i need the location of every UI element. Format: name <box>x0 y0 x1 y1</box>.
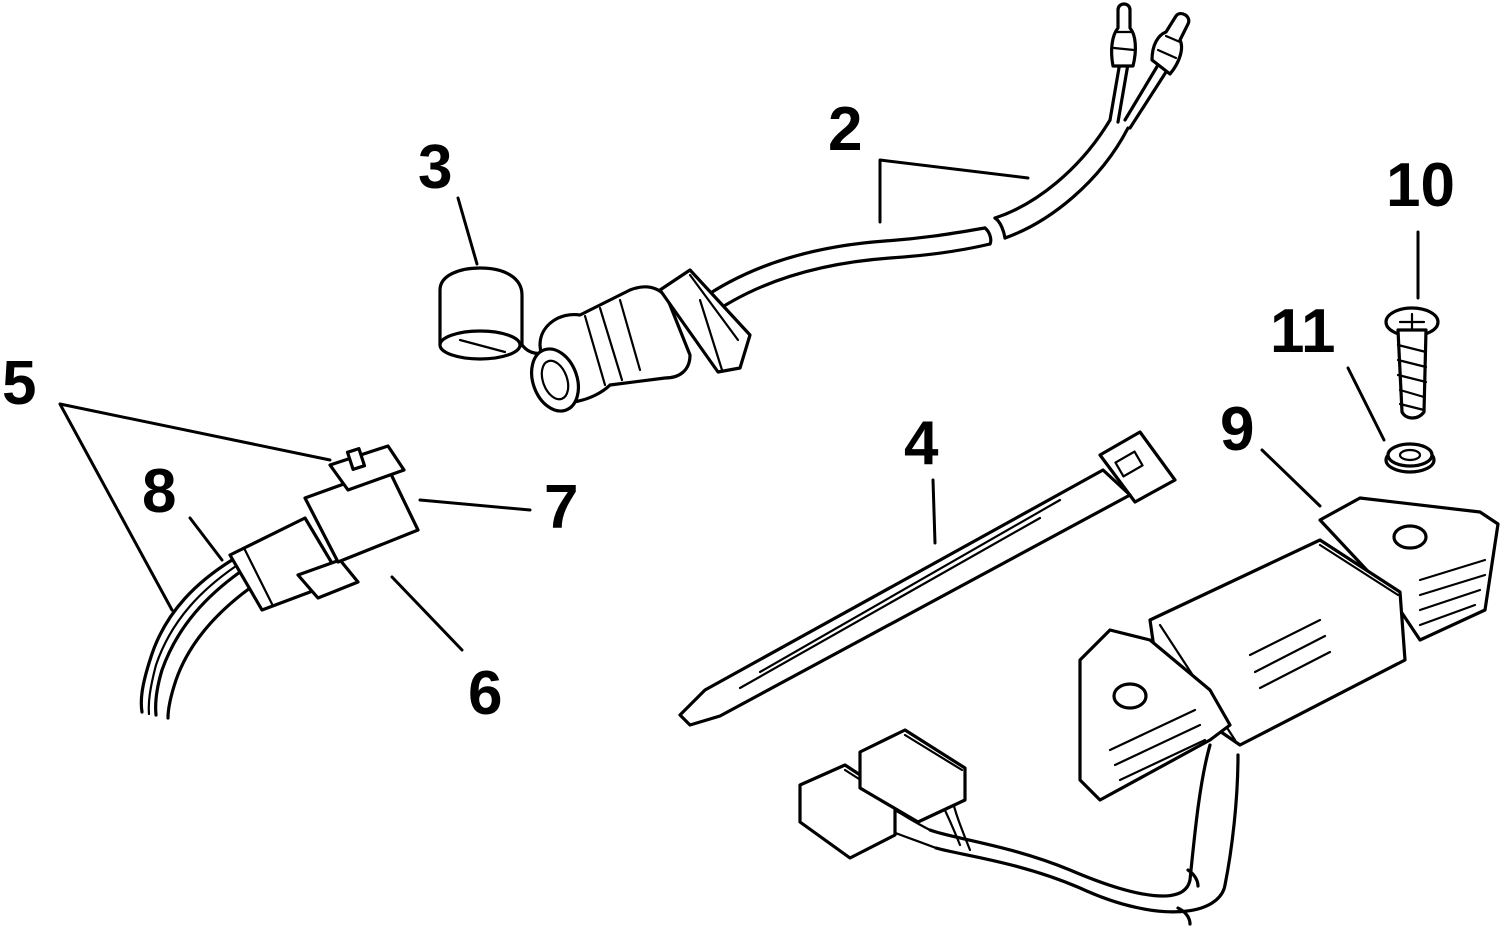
callout-part-5: 5 <box>2 349 36 418</box>
callout-part-3: 3 <box>418 133 452 202</box>
part-11-washer <box>1384 442 1436 474</box>
part-9-coil-assembly <box>798 496 1500 926</box>
part-5-connector-assembly <box>139 444 420 720</box>
part-3-connector-plug <box>438 266 752 413</box>
leader-9 <box>1260 448 1322 508</box>
leader-3 <box>456 196 479 266</box>
leader-5 <box>58 402 332 612</box>
callout-part-11: 11 <box>1270 297 1336 366</box>
callout-labels: 2 3 10 11 5 8 7 4 9 6 <box>2 95 1455 728</box>
callout-part-6: 6 <box>468 659 502 728</box>
callout-part-9: 9 <box>1220 395 1254 464</box>
part-10-screw <box>1384 306 1440 420</box>
part-4-cable-tie <box>678 430 1177 727</box>
callout-part-4: 4 <box>904 409 939 478</box>
callout-part-7: 7 <box>544 473 578 542</box>
leader-8 <box>188 516 224 562</box>
leader-2 <box>878 158 1030 224</box>
callout-part-10: 10 <box>1386 151 1455 220</box>
leader-6 <box>390 575 464 652</box>
callout-part-2: 2 <box>828 95 862 164</box>
leader-lines <box>58 158 1420 652</box>
leader-4 <box>931 478 937 545</box>
leader-11 <box>1346 366 1386 442</box>
callout-part-8: 8 <box>142 457 176 526</box>
part-2-wire-harness <box>698 2 1191 320</box>
leader-7 <box>418 498 532 512</box>
